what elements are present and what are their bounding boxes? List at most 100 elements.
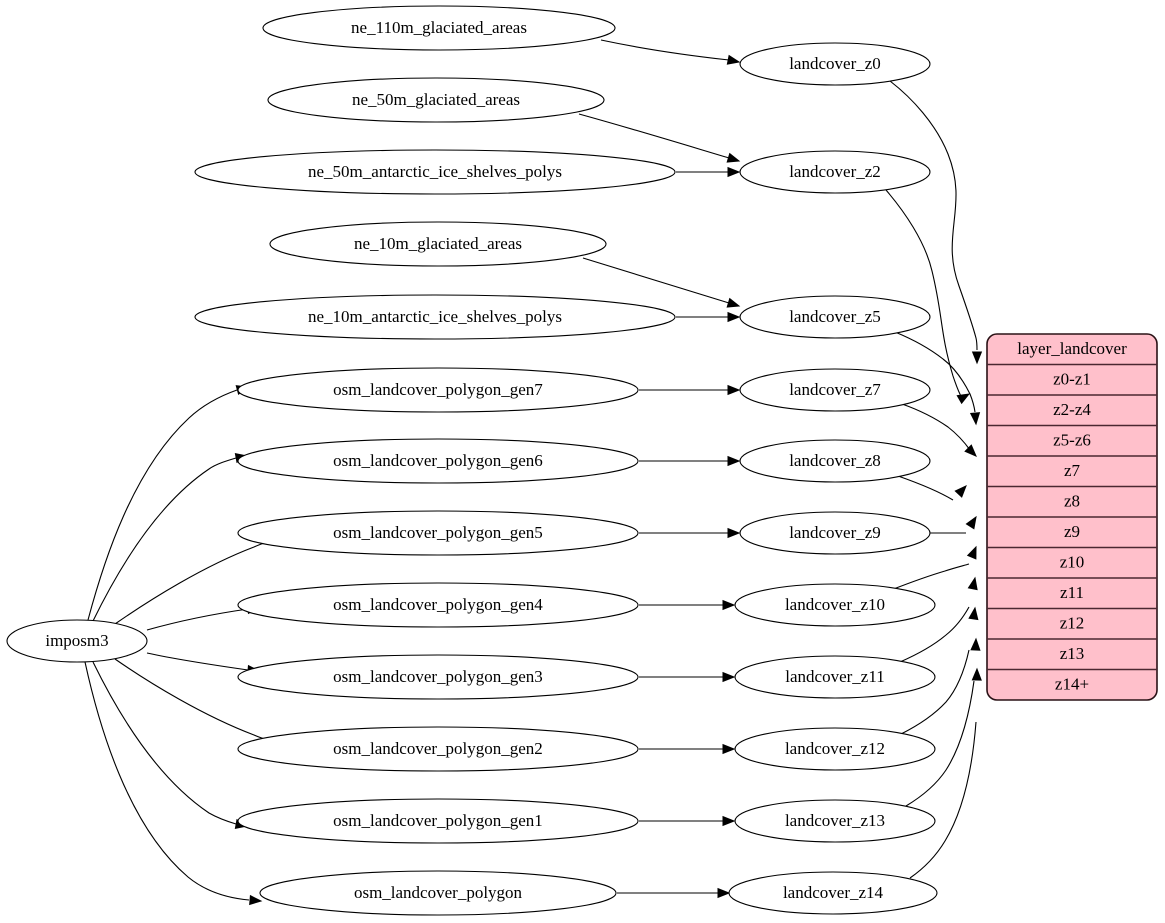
node-label: ne_10m_antarctic_ice_shelves_polys [308, 307, 562, 326]
node-label: ne_10m_glaciated_areas [354, 234, 522, 253]
edge-arrowhead [970, 637, 981, 651]
node-landcover_z7[interactable]: landcover_z7 [739, 368, 931, 412]
node-label: landcover_z11 [785, 667, 884, 686]
node-imposm3[interactable]: imposm3 [6, 619, 148, 663]
edge-osm_landcover_polygon_gen4-to-landcover_z10 [639, 599, 736, 611]
node-osm_landcover_polygon_gen2[interactable]: osm_landcover_polygon_gen2 [237, 726, 639, 772]
node-osm_landcover_polygon_gen4[interactable]: osm_landcover_polygon_gen4 [237, 582, 639, 628]
table-cell-label: z2-z4 [1053, 400, 1091, 419]
table-row[interactable]: z9 [1064, 522, 1080, 541]
node-label: osm_landcover_polygon_gen3 [333, 667, 543, 686]
edges-layer [84, 39, 983, 906]
nodes-layer: imposm3 ne_110m_glaciated_areas ne_50m_gla… [6, 5, 938, 916]
node-shape [262, 5, 616, 51]
edge-arrowhead [726, 152, 741, 163]
table-title: layer_landcover [1017, 339, 1127, 358]
node-ne_50m_glaciated_areas[interactable]: ne_50m_glaciated_areas [267, 77, 605, 123]
edge-ne_10m_antarctic_ice_shelves_polys-to-landcover_z5 [676, 311, 741, 323]
node-osm_landcover_polygon[interactable]: osm_landcover_polygon [259, 870, 617, 916]
table-row[interactable]: z13 [1060, 644, 1085, 663]
edge-osm_landcover_polygon_gen5-to-landcover_z9 [639, 527, 741, 539]
edge-arrowhead [717, 887, 731, 899]
edge-osm_landcover_polygon_gen2-to-landcover_z12 [639, 743, 736, 755]
node-landcover_z14[interactable]: landcover_z14 [728, 871, 938, 915]
edge-line [600, 39, 730, 61]
edge-landcover_z14-to-z14+ [909, 667, 982, 879]
node-landcover_z0[interactable]: landcover_z0 [739, 42, 931, 86]
edge-line [578, 113, 730, 159]
node-shape [6, 619, 148, 663]
table-row[interactable]: z11 [1060, 583, 1084, 602]
node-landcover_z9[interactable]: landcover_z9 [739, 511, 931, 555]
table-cell-label: z11 [1060, 583, 1084, 602]
node-shape [734, 583, 936, 627]
node-ne_50m_antarctic_ice_shelves_polys[interactable]: ne_50m_antarctic_ice_shelves_polys [194, 149, 676, 195]
table-cell-label: z7 [1064, 461, 1081, 480]
edge-arrowhead [956, 393, 971, 405]
table-row[interactable]: z0-z1 [1053, 370, 1091, 389]
node-osm_landcover_polygon_gen7[interactable]: osm_landcover_polygon_gen7 [237, 367, 639, 413]
node-shape [734, 727, 936, 771]
table-row[interactable]: z8 [1064, 492, 1080, 511]
node-ne_110m_glaciated_areas[interactable]: ne_110m_glaciated_areas [262, 5, 616, 51]
node-label: osm_landcover_polygon_gen1 [333, 811, 543, 830]
node-label: ne_50m_antarctic_ice_shelves_polys [308, 162, 562, 181]
node-ne_10m_antarctic_ice_shelves_polys[interactable]: ne_10m_antarctic_ice_shelves_polys [194, 294, 676, 340]
node-shape [237, 438, 639, 484]
table-row[interactable]: z14+ [1055, 675, 1089, 694]
node-shape [739, 368, 931, 412]
node-label: landcover_z0 [789, 54, 881, 73]
node-landcover_z12[interactable]: landcover_z12 [734, 727, 936, 771]
node-osm_landcover_polygon_gen1[interactable]: osm_landcover_polygon_gen1 [237, 798, 639, 844]
node-label: landcover_z13 [785, 811, 885, 830]
edge-line [899, 606, 970, 663]
node-shape [739, 439, 931, 483]
edge-line [87, 389, 238, 621]
edge-arrowhead [249, 894, 263, 906]
node-label: landcover_z9 [789, 523, 881, 542]
table-row[interactable]: z7 [1064, 461, 1081, 480]
edge-imposm3-to-osm_landcover_polygon_gen1 [92, 661, 249, 829]
edge-line [900, 649, 970, 735]
node-landcover_z11[interactable]: landcover_z11 [734, 655, 936, 699]
edge-osm_landcover_polygon-to-landcover_z14 [617, 887, 731, 899]
edge-arrowhead [726, 54, 741, 65]
node-osm_landcover_polygon_gen6[interactable]: osm_landcover_polygon_gen6 [237, 438, 639, 484]
edge-line [905, 680, 975, 807]
node-label: osm_landcover_polygon [354, 883, 523, 902]
edge-arrowhead [971, 351, 983, 365]
table-row[interactable]: z2-z4 [1053, 400, 1091, 419]
table-row[interactable]: z10 [1060, 553, 1085, 572]
node-label: osm_landcover_polygon_gen4 [333, 595, 543, 614]
edge-line [894, 331, 976, 413]
edge-osm_landcover_polygon_gen7-to-landcover_z7 [639, 384, 741, 396]
node-landcover_z10[interactable]: landcover_z10 [734, 583, 936, 627]
node-shape [734, 799, 936, 843]
table-row[interactable]: z5-z6 [1053, 431, 1091, 450]
edge-line [890, 563, 970, 591]
table-row[interactable]: z12 [1060, 614, 1085, 633]
edge-arrowhead [967, 576, 978, 591]
edge-arrowhead [727, 455, 741, 467]
table-cell-label: z0-z1 [1053, 370, 1091, 389]
node-shape [739, 150, 931, 194]
node-ne_10m_glaciated_areas[interactable]: ne_10m_glaciated_areas [269, 221, 607, 267]
layer-landcover-table[interactable]: layer_landcover z0-z1 z2-z4 z5-z6 z7 z8 z9 z10 z… [986, 333, 1158, 701]
node-osm_landcover_polygon_gen3[interactable]: osm_landcover_polygon_gen3 [237, 654, 639, 700]
node-shape [734, 655, 936, 699]
edge-line [146, 652, 249, 671]
node-shape [237, 798, 639, 844]
node-landcover_z5[interactable]: landcover_z5 [739, 295, 931, 339]
node-osm_landcover_polygon_gen5[interactable]: osm_landcover_polygon_gen5 [237, 510, 639, 556]
node-label: osm_landcover_polygon_gen7 [333, 380, 543, 399]
edge-arrowhead [722, 671, 736, 683]
node-shape [237, 510, 639, 556]
node-landcover_z8[interactable]: landcover_z8 [739, 439, 931, 483]
node-landcover_z2[interactable]: landcover_z2 [739, 150, 931, 194]
edge-imposm3-to-osm_landcover_polygon_gen3 [146, 652, 261, 676]
edge-osm_landcover_polygon_gen3-to-landcover_z11 [639, 671, 736, 683]
node-shape [269, 221, 607, 267]
edge-arrowhead [727, 166, 741, 178]
node-landcover_z13[interactable]: landcover_z13 [734, 799, 936, 843]
